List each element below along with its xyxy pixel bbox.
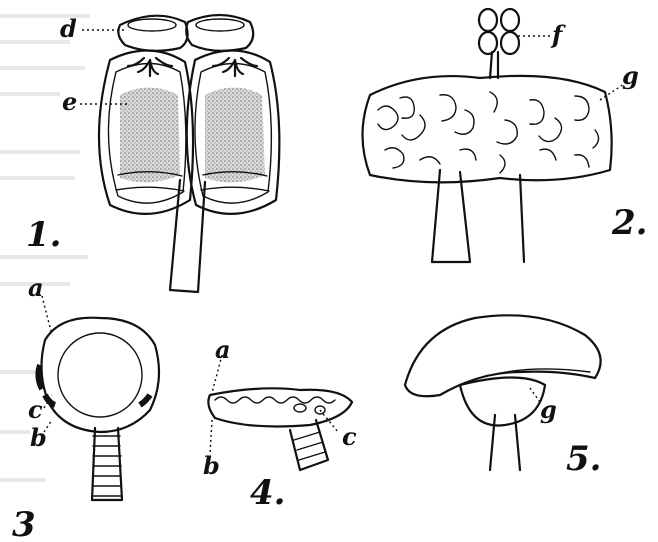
figure-number-1: 1.	[26, 215, 62, 255]
figure-1	[99, 15, 279, 292]
label-b-fig4: b	[203, 451, 220, 480]
label-e: e	[62, 87, 77, 116]
label-d: d	[60, 14, 77, 43]
label-a-fig3: a	[28, 273, 44, 302]
label-g-fig2: g	[622, 61, 639, 90]
figure-number-3: 3	[12, 505, 36, 542]
figure-number-4: 4.	[250, 473, 286, 513]
label-g-fig5: g	[540, 395, 557, 424]
figure-4	[208, 388, 352, 470]
label-f: f	[550, 20, 566, 49]
figure-2	[363, 9, 612, 262]
figure-3	[38, 318, 159, 500]
label-c-fig4: c	[342, 422, 357, 451]
label-a-fig4: a	[215, 335, 231, 364]
label-b-fig3: b	[30, 423, 47, 452]
figure-number-2: 2.	[611, 203, 648, 243]
figure-number-5: 5.	[566, 439, 602, 479]
label-c-fig3: c	[28, 395, 43, 424]
